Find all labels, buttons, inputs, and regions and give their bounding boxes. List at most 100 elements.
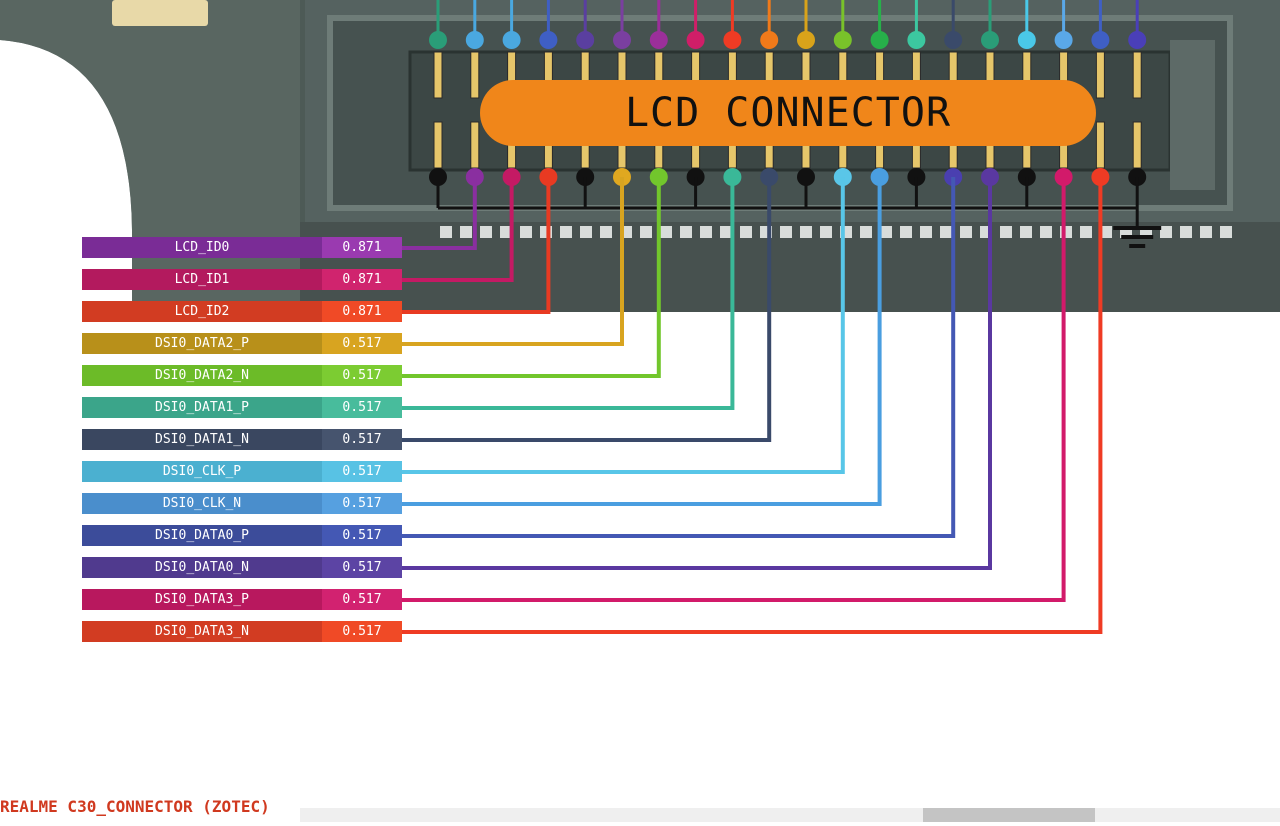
pin-marker-top [613, 31, 631, 49]
connector-title-pill [480, 80, 1096, 146]
net-value: 0.871 [322, 269, 402, 290]
board-pad [1160, 226, 1172, 238]
net-label: LCD_ID2 [82, 301, 322, 322]
board-pad [1220, 226, 1232, 238]
net-label: DSI0_DATA3_N [82, 621, 322, 642]
signal-trace [402, 177, 477, 250]
signal-trace [402, 177, 845, 474]
board-pad [700, 226, 712, 238]
board-pad [440, 226, 452, 238]
net-label: DSI0_DATA0_P [82, 525, 322, 546]
net-label: DSI0_CLK_N [82, 493, 322, 514]
pin-marker-top [686, 31, 705, 49]
net-value: 0.517 [322, 557, 402, 578]
board-pad [800, 226, 812, 238]
signal-trace [402, 177, 1103, 634]
pin-marker-top [1128, 31, 1147, 49]
scrollbar-thumb[interactable] [923, 808, 1095, 822]
board-pad [860, 226, 872, 238]
net-value: 0.517 [322, 589, 402, 610]
board-pad [660, 226, 672, 238]
board-pad [600, 226, 612, 238]
net-value: 0.517 [322, 365, 402, 386]
net-value: 0.871 [322, 237, 402, 258]
signal-trace [402, 177, 772, 442]
pin-contact-top [470, 51, 480, 99]
pin-marker-top [576, 31, 595, 49]
board-pad [500, 226, 512, 238]
board-pad [940, 226, 952, 238]
pin-marker-top [981, 31, 999, 49]
pin-contact-bottom [433, 121, 443, 169]
pin-marker-top [1017, 31, 1036, 49]
net-label: DSI0_DATA1_P [82, 397, 322, 418]
board-pad [920, 226, 932, 238]
board-pad [460, 226, 472, 238]
signal-trace [402, 177, 551, 314]
pin-contact-top [1132, 51, 1142, 99]
net-value: 0.871 [322, 301, 402, 322]
net-value: 0.517 [322, 525, 402, 546]
pin-contact-bottom [470, 121, 480, 169]
board-pad [1200, 226, 1212, 238]
pin-contact-top [1095, 51, 1105, 99]
signal-trace [402, 177, 1066, 602]
board-pad [1000, 226, 1012, 238]
horizontal-scrollbar[interactable] [300, 808, 1280, 822]
net-value: 0.517 [322, 621, 402, 642]
signal-trace [402, 177, 661, 378]
board-pad [780, 226, 792, 238]
signal-trace [402, 177, 992, 570]
board-pad [880, 226, 892, 238]
pin-marker-top [649, 31, 668, 49]
pin-marker-top [429, 31, 447, 49]
board-pad [640, 226, 652, 238]
pin-marker-top [907, 31, 926, 49]
pin-marker-top [870, 31, 889, 49]
net-label: LCD_ID1 [82, 269, 322, 290]
board-pad [740, 226, 752, 238]
board-pads [440, 226, 1232, 238]
signal-trace [402, 177, 882, 506]
connector-title: LCD CONNECTOR [624, 90, 952, 136]
net-label: DSI0_DATA1_N [82, 429, 322, 450]
net-value: 0.517 [322, 461, 402, 482]
net-label: DSI0_DATA3_P [82, 589, 322, 610]
net-value: 0.517 [322, 493, 402, 514]
ground-bus [436, 177, 1162, 248]
net-label: LCD_ID0 [82, 237, 322, 258]
board-pad [1040, 226, 1052, 238]
board-pad [1100, 226, 1112, 238]
net-label: DSI0_CLK_P [82, 461, 322, 482]
signal-trace [402, 177, 514, 282]
board-pad [900, 226, 912, 238]
pin-marker-top [539, 31, 558, 49]
pin-marker-top [944, 31, 963, 49]
pin-marker-top [760, 31, 779, 49]
net-value: 0.517 [322, 397, 402, 418]
board-pad [960, 226, 972, 238]
board-pad [820, 226, 832, 238]
pin-marker-top [502, 31, 521, 49]
board-pad [1180, 226, 1192, 238]
board-pad [1080, 226, 1092, 238]
net-label: DSI0_DATA0_N [82, 557, 322, 578]
pin-marker-top [797, 31, 815, 49]
pin-contact-bottom [1095, 121, 1105, 169]
board-pad [680, 226, 692, 238]
board-pad [1020, 226, 1032, 238]
signal-trace [402, 177, 735, 410]
net-value: 0.517 [322, 333, 402, 354]
signal-traces [402, 177, 1103, 634]
signal-trace [402, 177, 624, 346]
pin-marker-top [465, 31, 484, 49]
net-label: DSI0_DATA2_N [82, 365, 322, 386]
pin-marker-top [833, 31, 852, 49]
connector-pins-top [429, 0, 1147, 99]
net-value: 0.517 [322, 429, 402, 450]
board-pad [720, 226, 732, 238]
pin-marker-top [723, 31, 742, 49]
net-label: DSI0_DATA2_P [82, 333, 322, 354]
